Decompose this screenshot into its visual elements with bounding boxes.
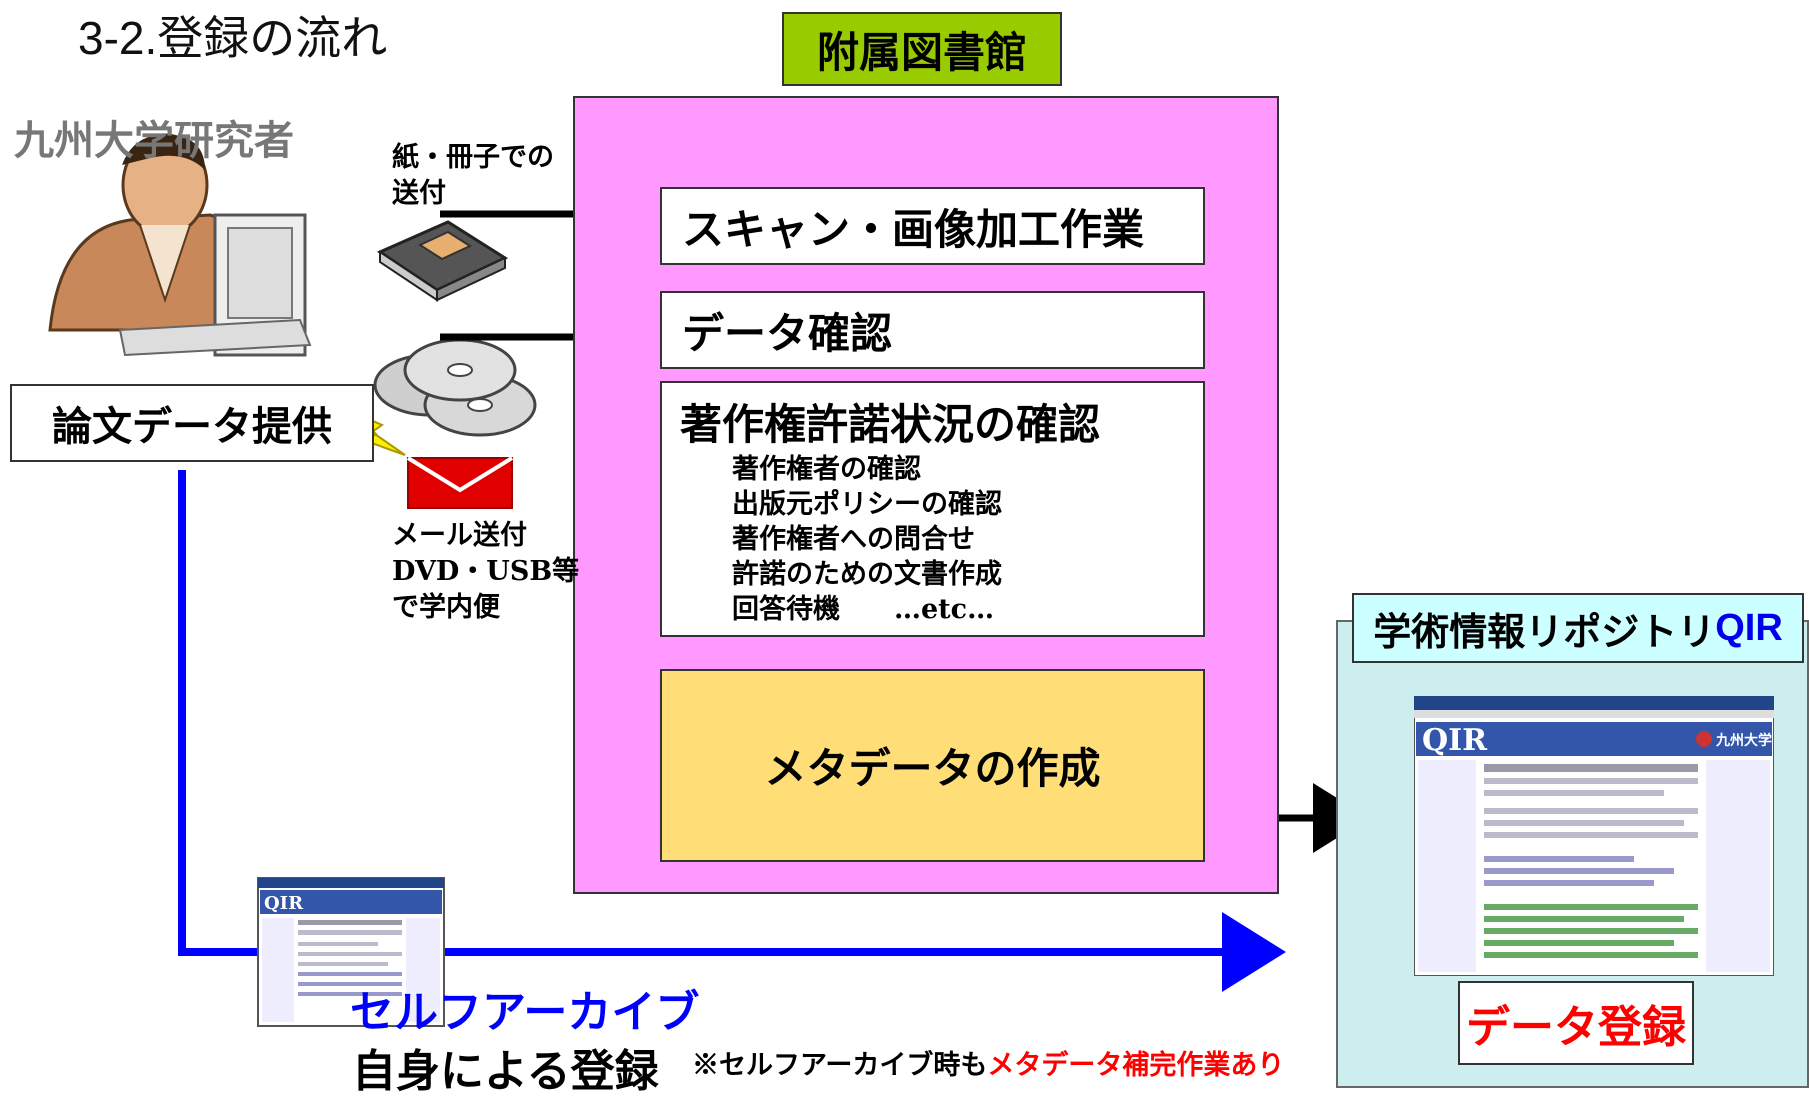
researcher-clipart bbox=[48, 133, 312, 357]
library-label: 附属図書館 bbox=[782, 12, 1062, 86]
mail-submission-line: DVD・USB等 bbox=[392, 556, 580, 587]
note-highlight: メタデータ補完作業あり bbox=[987, 1050, 1285, 1080]
qir-screenshot-logo: QIR bbox=[1422, 723, 1488, 758]
data-registration-box: データ登録 bbox=[1458, 981, 1694, 1065]
self-archive-note: ※セルフアーカイブ時もメタデータ補完作業あり bbox=[692, 1043, 1284, 1082]
paper-submission-line: 送付 bbox=[392, 178, 446, 209]
slide-title: 3-2.登録の流れ bbox=[78, 12, 388, 64]
self-archive-label: セルフアーカイブ bbox=[350, 987, 700, 1038]
paper-submission-line: 紙・冊子での bbox=[392, 142, 554, 173]
mail-submission-line: で学内便 bbox=[392, 592, 500, 623]
qir-title-prefix: 学術情報リポジトリ bbox=[1373, 611, 1716, 654]
self-archive-flow-line bbox=[178, 470, 1286, 992]
qir-screenshot: QIR 九州大学 bbox=[1414, 696, 1774, 976]
qir-title-accent: QIR bbox=[1715, 606, 1783, 649]
qir-screenshot-thumbnail: QIR bbox=[257, 877, 445, 1027]
copyright-item: 著作権者の確認 bbox=[732, 454, 921, 485]
book-icon bbox=[376, 220, 509, 302]
qir-screenshot-university: 九州大学 bbox=[1715, 732, 1772, 749]
copyright-item: 回答待機 …etc… bbox=[732, 594, 995, 625]
cd-discs-icon bbox=[373, 338, 537, 437]
mail-envelope-icon bbox=[406, 456, 514, 509]
copyright-item: 出版元ポリシーの確認 bbox=[732, 489, 1002, 520]
step-scan: スキャン・画像加工作業 bbox=[660, 187, 1205, 265]
copyright-item: 著作権者への問合せ bbox=[732, 524, 975, 555]
provide-data-box: 論文データ提供 bbox=[10, 384, 374, 462]
note-prefix: ※セルフアーカイブ時も bbox=[692, 1050, 988, 1080]
svg-text:QIR: QIR bbox=[264, 893, 304, 914]
copyright-item: 許諾のための文書作成 bbox=[732, 559, 1002, 590]
copyright-check-title: 著作権許諾状況の確認 bbox=[680, 400, 1101, 449]
researcher-label: 九州大学研究者 bbox=[14, 117, 294, 164]
mail-submission-label: メール送付 DVD・USB等 で学内便 bbox=[392, 518, 579, 626]
step-data-confirm: データ確認 bbox=[660, 291, 1205, 369]
self-registration-label: 自身による登録 bbox=[352, 1046, 659, 1097]
paper-submission-label: 紙・冊子での 送付 bbox=[392, 140, 554, 212]
step-metadata-creation: メタデータの作成 bbox=[660, 669, 1205, 862]
step-copyright-check: 著作権許諾状況の確認 著作権者の確認 出版元ポリシーの確認 著作権者への問合せ … bbox=[660, 381, 1205, 637]
mail-submission-line: メール送付 bbox=[392, 520, 527, 551]
